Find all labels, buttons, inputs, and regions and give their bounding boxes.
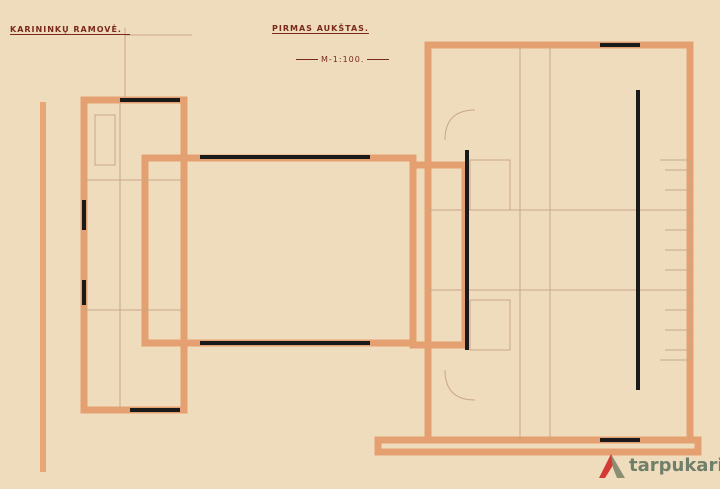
left-wing bbox=[80, 96, 188, 414]
left-strip-wall bbox=[40, 102, 46, 472]
connector bbox=[409, 161, 469, 349]
watermark: tarpukaris bbox=[597, 450, 720, 480]
watermark-text: tarpukaris bbox=[629, 454, 720, 476]
drawing-title: PIRMAS AUKŠTAS. bbox=[272, 24, 369, 34]
bottom-band bbox=[374, 436, 702, 456]
building-label: KARININKŲ RAMOVĖ. bbox=[10, 25, 130, 35]
tarpukaris-logo-icon bbox=[599, 454, 625, 478]
scale-label: M-1:100. bbox=[293, 55, 392, 64]
